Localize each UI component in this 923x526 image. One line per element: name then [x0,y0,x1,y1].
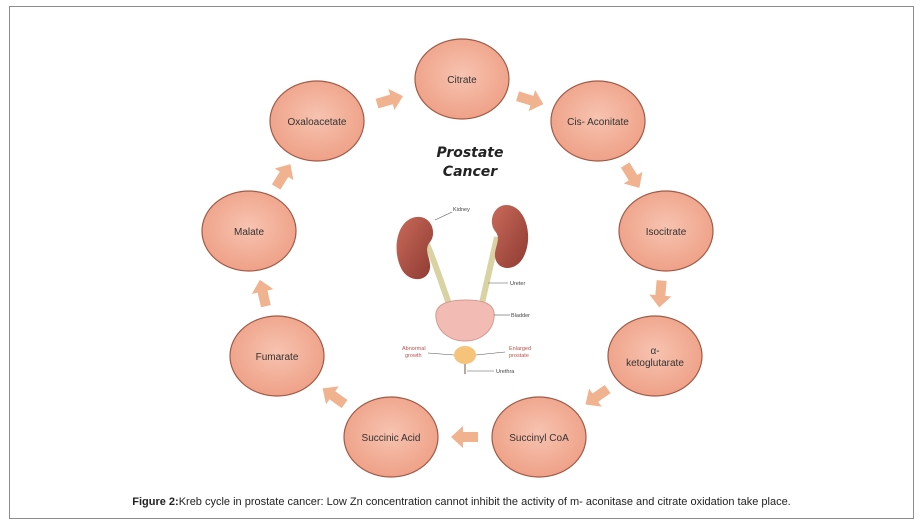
abnormal-growth-label-2: growth [405,353,422,359]
node-citrate-label: Citrate [447,75,477,86]
node-oxaloacetate-label: Oxaloacetate [288,117,347,128]
node-succinic-acid-label: Succinic Acid [362,433,421,444]
figure-caption: Figure 2:Kreb cycle in prostate cancer: … [0,496,923,508]
caption-text: Kreb cycle in prostate cancer: Low Zn co… [178,496,791,508]
node-isocitrate-circle [618,190,714,272]
node-malate-circle [201,190,297,272]
node-isocitrate: Isocitrate [618,190,714,272]
node-oxaloacetate-circle [269,80,365,162]
node-fumarate: Fumarate [229,315,325,397]
arrow-succinyl-coa-to-succinic-acid [451,426,478,448]
node-alpha-ketoglutarate: α-ketoglutarate [607,315,703,397]
enlarged-prostate-label-2: prostate [509,353,529,359]
ureter-label: Ureter [510,281,525,287]
caption-label: Figure 2: [132,496,179,508]
right-ureter [477,236,500,313]
arrow-isocitrate-to-alpha-ketoglutarate [649,280,672,308]
urinary-anatomy-illustration: Kidney Ureter Bladder Abnormal growth En… [396,204,531,375]
arrow-oxaloacetate-to-citrate [375,88,403,111]
node-cis-aconitate-label: Cis- Aconitate [567,117,629,128]
node-succinyl-coa: Succinyl CoA [491,396,587,478]
arrow-succinic-acid-to-fumarate [322,386,348,409]
kidney-label: Kidney [453,207,470,213]
left-kidney [396,216,434,280]
urethra-label: Urethra [496,369,515,375]
node-succinyl-coa-circle [491,396,587,478]
abnormal-growth-label-1: Abnormal [402,346,426,352]
arrow-malate-to-oxaloacetate [271,164,294,190]
node-malate-label: Malate [234,227,264,238]
right-kidney [491,204,529,269]
node-fumarate-circle [229,315,325,397]
arrow-citrate-to-cis-aconitate [516,90,544,112]
node-oxaloacetate: Oxaloacetate [269,80,365,162]
node-cis-aconitate-circle [550,80,646,162]
node-alpha-ketoglutarate-label: α- [650,346,659,357]
node-fumarate-label: Fumarate [256,352,299,363]
node-alpha-ketoglutarate-circle [607,315,703,397]
arrow-cis-aconitate-to-isocitrate [620,162,643,188]
node-isocitrate-label: Isocitrate [646,227,687,238]
node-citrate-circle [414,38,510,120]
node-succinyl-coa-label: Succinyl CoA [509,433,569,444]
node-succinic-acid: Succinic Acid [343,396,439,478]
cycle-arrows [251,88,672,448]
enlarged-prostate [454,346,476,364]
node-cis-aconitate: Cis- Aconitate [550,80,646,162]
title-line-2: Cancer [443,164,498,180]
arrow-alpha-ketoglutarate-to-succinyl-coa [585,384,611,407]
node-alpha-ketoglutarate-label: ketoglutarate [626,358,684,369]
arrow-fumarate-to-malate [251,279,274,308]
bladder-label: Bladder [511,313,530,319]
bladder [435,299,495,342]
title-line-1: Prostate [436,145,503,161]
enlarged-prostate-label-1: Enlarged [509,346,531,352]
node-citrate: Citrate [414,38,510,120]
node-malate: Malate [201,190,297,272]
node-succinic-acid-circle [343,396,439,478]
